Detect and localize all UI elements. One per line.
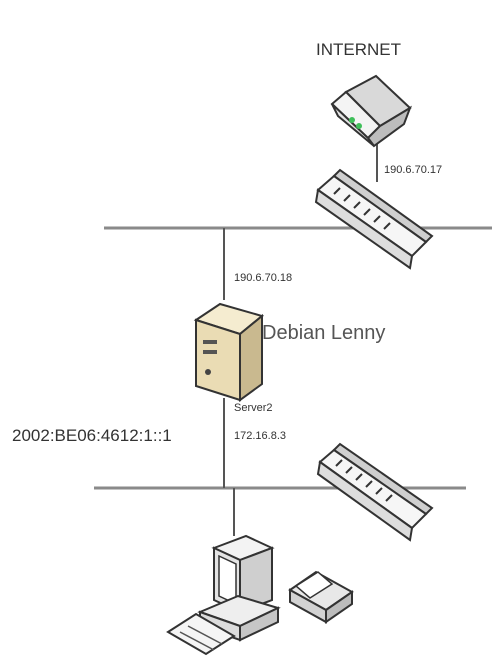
scanner-icon	[290, 572, 352, 622]
router-icon	[332, 76, 410, 146]
router-ip-label: 190.6.70.17	[384, 164, 442, 176]
upper-switch-icon	[316, 170, 432, 268]
ipv6-address-label: 2002:BE06:4612:1::1	[12, 426, 172, 446]
server-wan-ip-label: 190.6.70.18	[234, 272, 292, 284]
server-lan-ip-label: 172.16.8.3	[234, 430, 286, 442]
workstation-icon	[168, 536, 278, 654]
server-icon	[196, 304, 262, 400]
server-os-label: Debian Lenny	[262, 322, 385, 345]
internet-label: INTERNET	[316, 40, 401, 60]
lower-switch-icon	[318, 444, 432, 540]
server-name-label: Server2	[234, 402, 273, 414]
